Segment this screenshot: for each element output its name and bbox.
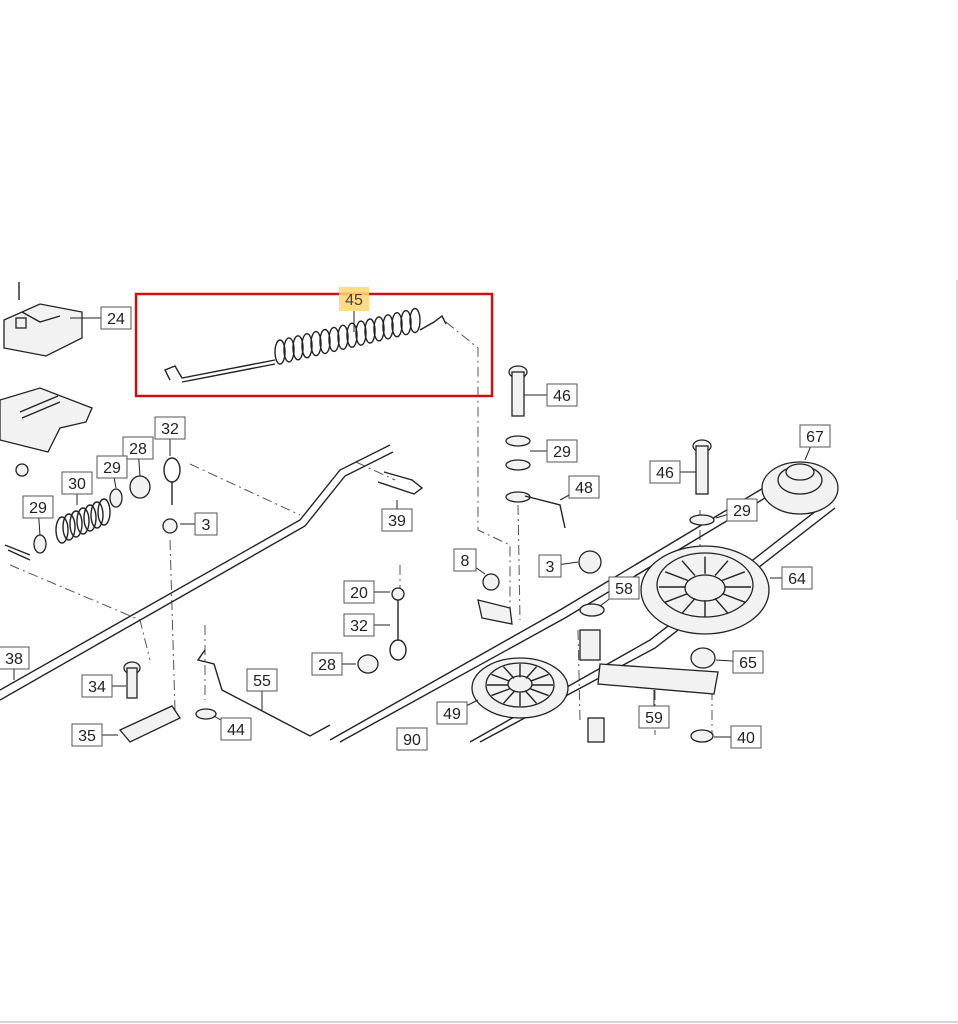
hairpin-clip-39 <box>377 471 424 495</box>
bracket-plate <box>0 387 93 477</box>
pulley-49 <box>471 657 569 719</box>
nut-3-right <box>578 550 605 661</box>
callout-29: 29 <box>96 455 128 489</box>
link-rod-55 <box>195 649 331 737</box>
callout-number: 39 <box>388 513 406 530</box>
callout-number: 30 <box>68 476 86 493</box>
callout-59: 59 <box>638 690 670 729</box>
callout-number: 29 <box>103 460 121 477</box>
pulley-67 <box>761 461 839 515</box>
callout-20: 20 <box>343 580 390 604</box>
callout-90: 90 <box>396 727 428 751</box>
callout-number: 8 <box>461 553 470 570</box>
callout-29: 29 <box>530 439 578 463</box>
highlighted-part-number: 45 <box>345 292 363 309</box>
nut-8 <box>477 573 513 625</box>
callout-3: 3 <box>538 554 579 578</box>
callout-58: 58 <box>599 576 640 607</box>
eyebolt-group-middle <box>357 587 407 674</box>
callout-38: 38 <box>0 646 30 680</box>
callout-number: 44 <box>227 722 245 739</box>
callout-65: 65 <box>715 650 764 674</box>
callout-29: 29 <box>22 495 54 536</box>
callout-number: 29 <box>29 500 47 517</box>
nut-40 <box>690 729 714 743</box>
highlight-frame <box>134 292 494 398</box>
callout-number: 3 <box>202 517 211 534</box>
bolt-stack-46 <box>505 365 566 529</box>
spring-assembly-30 <box>4 475 151 561</box>
callout-67: 67 <box>799 424 831 461</box>
callout-number: 46 <box>553 388 571 405</box>
callout-number: 59 <box>645 710 663 727</box>
bolt-34 <box>118 661 181 743</box>
callout-34: 34 <box>81 674 126 698</box>
callout-24: 24 <box>70 306 132 330</box>
callout-number: 32 <box>161 421 179 438</box>
callout-number: 28 <box>318 657 336 674</box>
callout-48: 48 <box>559 475 600 501</box>
callout-number: 49 <box>443 706 461 723</box>
callout-number: 48 <box>575 480 593 497</box>
eyebolt-32 <box>162 457 181 534</box>
callout-28: 28 <box>311 652 356 676</box>
highlighted-callout: 45 <box>339 287 369 332</box>
part-block-24 <box>3 282 83 357</box>
callout-32: 32 <box>343 613 390 637</box>
callout-32: 32 <box>154 416 186 456</box>
callout-46: 46 <box>649 460 696 484</box>
callout-35: 35 <box>71 723 118 747</box>
callout-number: 34 <box>88 679 106 696</box>
callout-64: 64 <box>770 566 813 590</box>
tension-spring-45 <box>164 307 447 383</box>
callout-number: 55 <box>253 673 271 690</box>
callout-number: 28 <box>129 441 147 458</box>
callout-labels: 24 46 29 48 32 28 29 30 29 3 39 67 46 29 8 3 58 64 20 32 28 3… <box>0 287 831 751</box>
callout-40: 40 <box>714 725 762 749</box>
callout-46: 46 <box>524 383 578 407</box>
callout-39: 39 <box>381 500 413 532</box>
callout-49: 49 <box>436 699 479 725</box>
callout-3: 3 <box>180 512 218 536</box>
callout-number: 64 <box>788 571 806 588</box>
bolt-46-right <box>689 439 715 526</box>
callout-number: 24 <box>107 311 125 328</box>
callout-number: 29 <box>553 444 571 461</box>
callout-number: 90 <box>403 732 421 749</box>
callout-number: 46 <box>656 465 674 482</box>
callout-number: 38 <box>5 651 23 668</box>
callout-number: 58 <box>615 581 633 598</box>
callout-55: 55 <box>246 668 278 710</box>
control-rod-38 <box>0 444 394 701</box>
callout-number: 40 <box>737 730 755 747</box>
callout-number: 32 <box>350 618 368 635</box>
callout-number: 65 <box>739 655 757 672</box>
callout-number: 3 <box>546 559 555 576</box>
callout-28: 28 <box>122 436 154 477</box>
callout-number: 29 <box>733 503 751 520</box>
callout-8: 8 <box>453 548 486 575</box>
idler-arm-59 <box>587 647 719 743</box>
callout-30: 30 <box>61 471 93 505</box>
callout-number: 67 <box>806 429 824 446</box>
idler-pulley-64 <box>640 545 770 635</box>
callout-44: 44 <box>213 715 252 741</box>
callout-number: 20 <box>350 585 368 602</box>
callout-29: 29 <box>715 498 758 522</box>
callout-number: 35 <box>78 728 96 745</box>
